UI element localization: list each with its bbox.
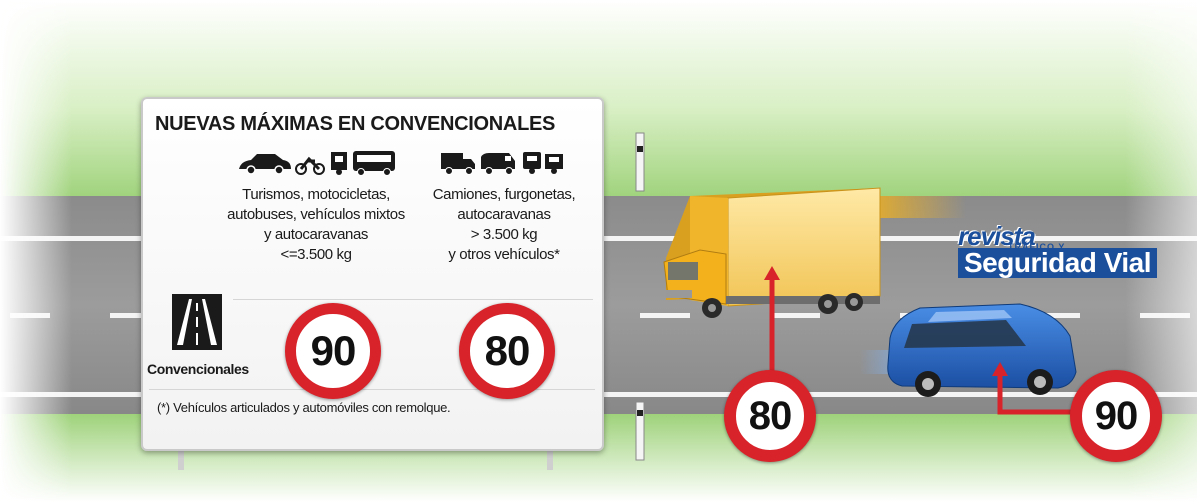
speed-limit-sign-80: 80 [459, 303, 555, 399]
group-b-icons [441, 152, 563, 175]
caravan-icon [523, 152, 541, 174]
group-b-line: Camiones, furgonetas, [432, 186, 576, 203]
brand-line-2: TRÁFICO Y [1008, 242, 1066, 252]
speed-limit-sign-90: 90 [285, 303, 381, 399]
divider [149, 389, 595, 390]
truck-speed-sign: 80 [724, 370, 816, 462]
group-b-line: y otros vehículos* [448, 246, 560, 263]
board-leg [547, 444, 553, 470]
group-a-line: autobuses, vehículos mixtos [227, 206, 405, 223]
group-b-description: Camiones, furgonetas, autocaravanas > 3.… [419, 185, 589, 265]
speed-value: 90 [1094, 393, 1138, 438]
van-icon [481, 153, 515, 175]
trailer-icon [545, 154, 563, 174]
truck-icon [441, 153, 475, 175]
group-a-line: <=3.500 kg [280, 246, 352, 263]
group-a-icons [239, 151, 395, 176]
motorcycle-icon [295, 156, 325, 175]
car-speed-sign: 90 [1070, 370, 1162, 462]
speed-value: 90 [310, 327, 357, 374]
car-illustration [860, 303, 1077, 397]
brand-line-3: Seguridad Vial [958, 248, 1157, 278]
speed-value: 80 [484, 327, 531, 374]
group-a-line: y autocaravanas [263, 226, 369, 243]
group-b-line: autocaravanas [457, 206, 551, 223]
group-a-line: Turismos, motocicletas, [242, 186, 390, 203]
trailer-icon [331, 152, 347, 175]
pointer-arrowhead [764, 266, 780, 280]
info-board: NUEVAS MÁXIMAS EN CONVENCIONALES [141, 97, 604, 451]
group-b-line: > 3.500 kg [470, 226, 538, 243]
brand-logo: revista TRÁFICO Y Seguridad Vial [958, 221, 1157, 278]
conventional-road-icon [172, 294, 222, 350]
delineator-post [635, 401, 645, 461]
pointer-arrowhead [992, 362, 1008, 376]
brand-line-1: revista [958, 221, 1036, 251]
road-type-label: Convencionales [147, 361, 249, 377]
bus-icon [353, 151, 395, 176]
group-a-description: Turismos, motocicletas, autobuses, vehíc… [221, 185, 411, 265]
car-icon [239, 154, 291, 175]
divider [233, 299, 593, 300]
speed-value: 80 [748, 393, 792, 438]
pointer-lines [769, 275, 1078, 415]
board-title: NUEVAS MÁXIMAS EN CONVENCIONALES [155, 113, 556, 135]
footnote: (*) Vehículos articulados y automóviles … [157, 400, 451, 415]
board-leg [178, 444, 184, 470]
delineator-post [635, 132, 645, 192]
